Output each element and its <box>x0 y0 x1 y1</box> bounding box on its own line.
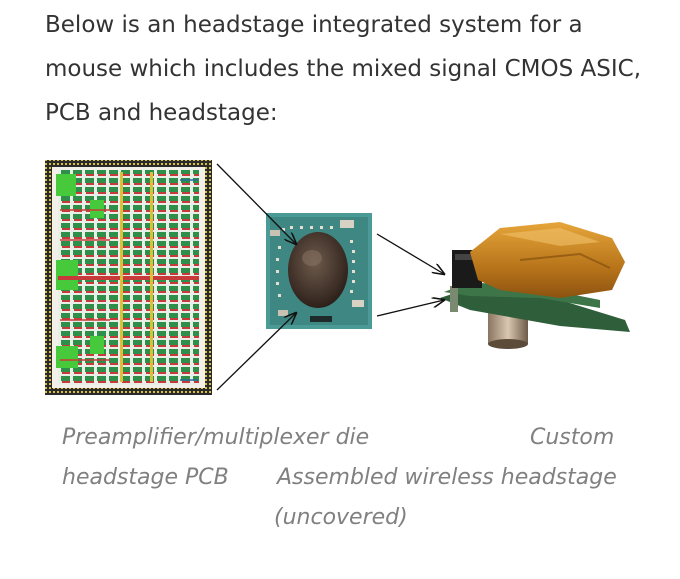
caption-pcb: headstage PCB <box>62 465 229 490</box>
headstage-system-figure <box>45 160 630 395</box>
caption-die: Preamplifier/multiplexer die <box>62 425 370 450</box>
caption-uncovered: (uncovered) <box>274 505 408 530</box>
caption-custom: Custom <box>530 425 615 450</box>
assembled-headstage-image <box>440 222 630 349</box>
die-layout-image <box>45 160 212 395</box>
caption-assembled: Assembled wireless headstage <box>277 465 617 490</box>
intro-paragraph: Below is an headstage integrated system … <box>45 12 642 126</box>
connection-arrows <box>216 163 444 391</box>
headstage-pcb-image <box>266 213 372 329</box>
